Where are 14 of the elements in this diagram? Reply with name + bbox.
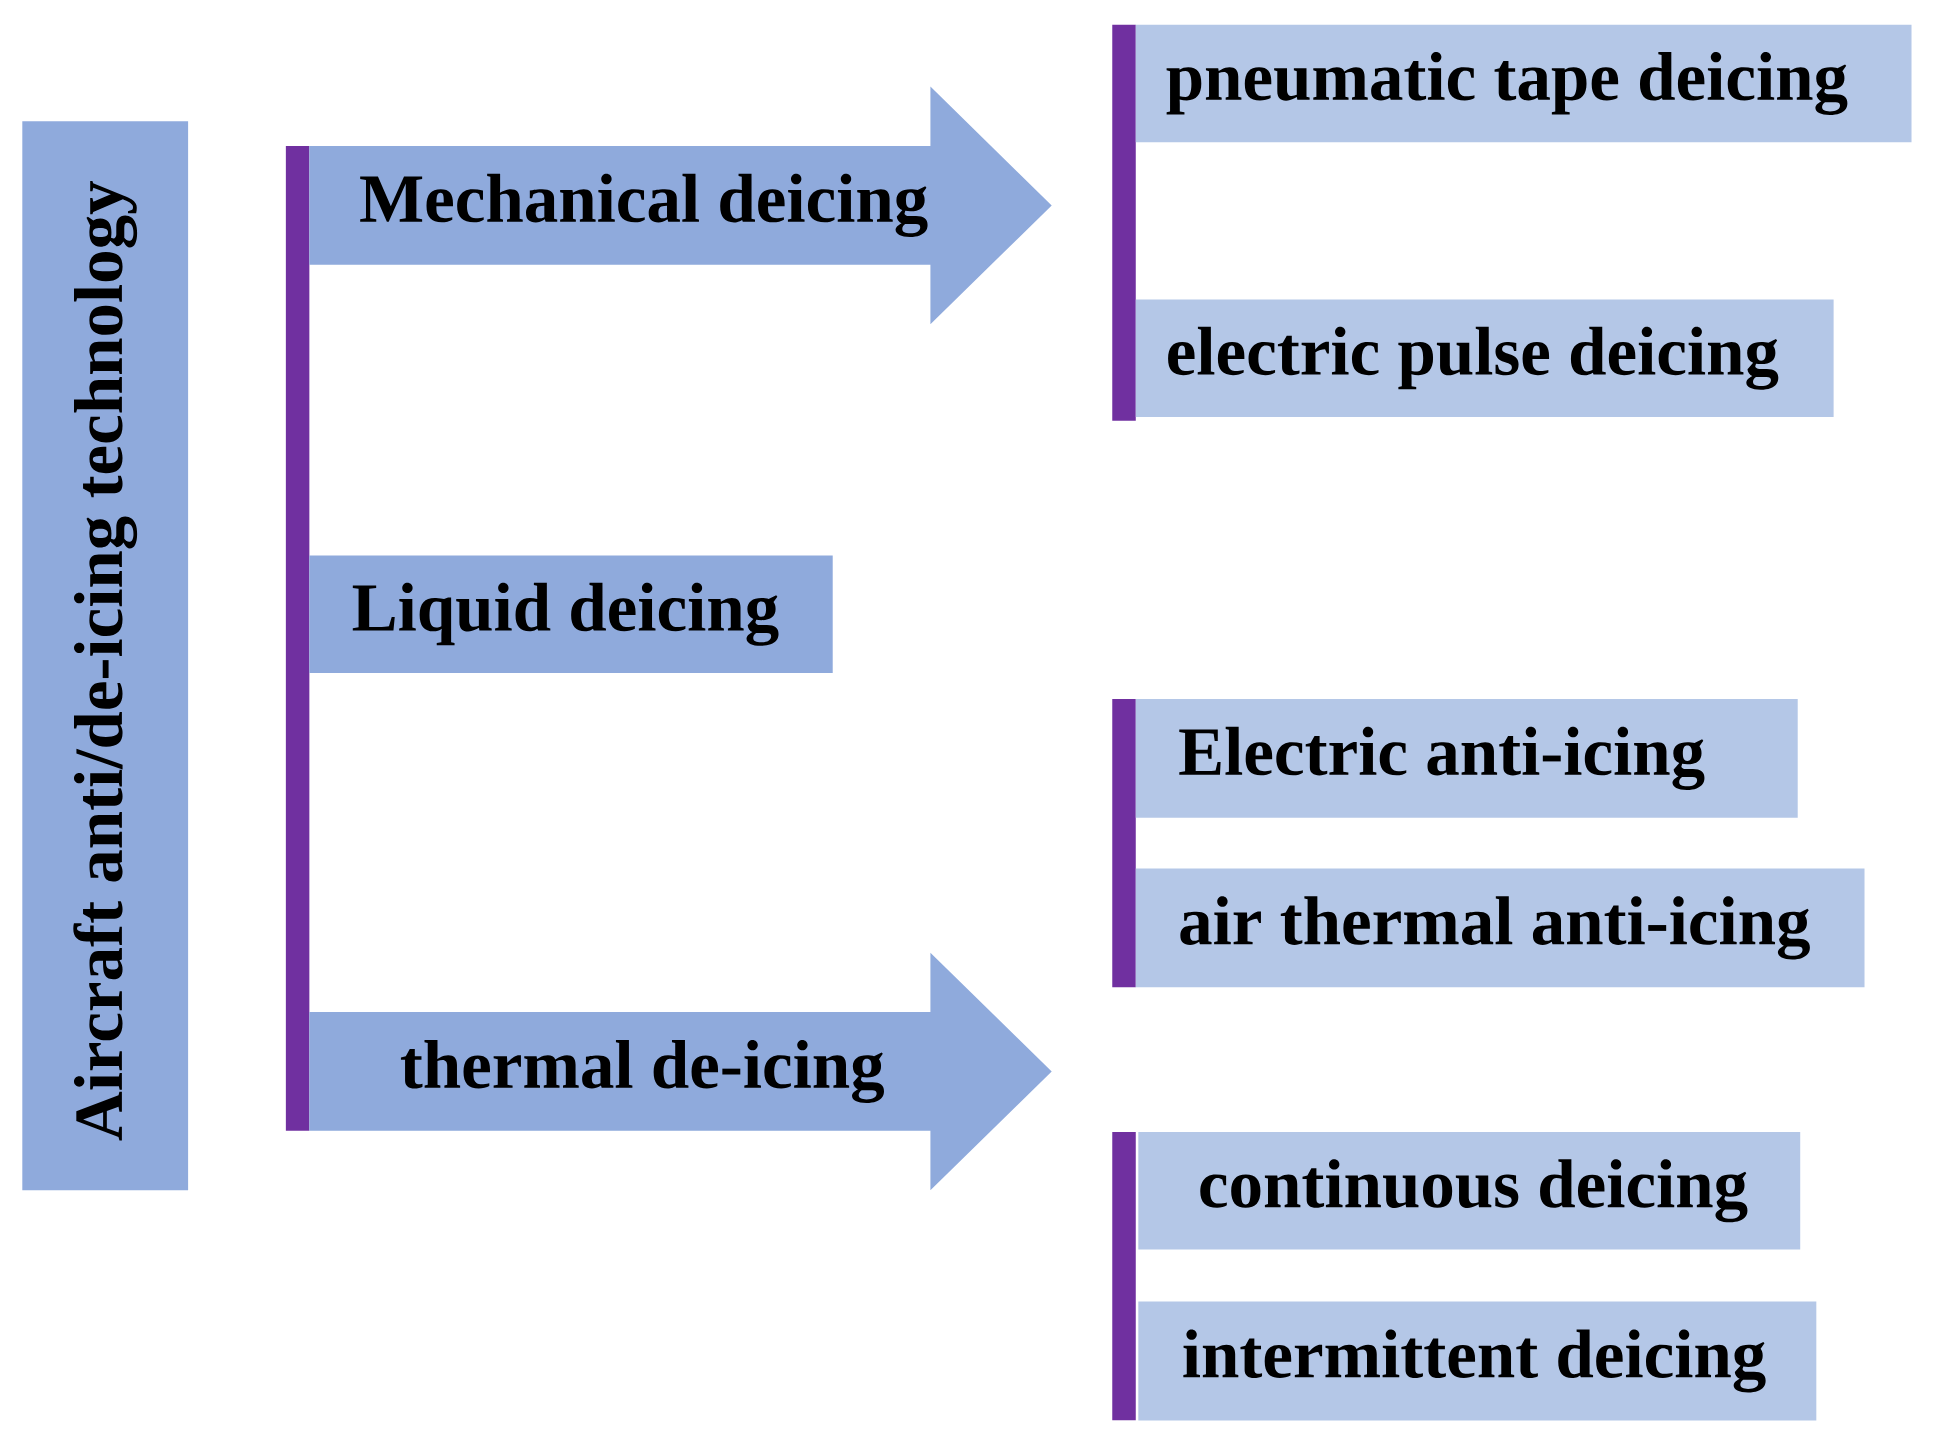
method-box: intermittent deicing [1138, 1301, 1817, 1421]
method-box: Electric anti-icing [1135, 699, 1798, 818]
category-box: Liquid deicing [309, 555, 833, 674]
method-box: electric pulse deicing [1135, 299, 1834, 417]
bracket-bar [1112, 24, 1136, 421]
bracket-bar [1112, 1132, 1136, 1421]
bracket-bar [285, 146, 310, 1131]
arrow-box: Mechanical deicing [309, 86, 1052, 325]
method-box: air thermal anti-icing [1135, 868, 1865, 988]
method-box: continuous deicing [1138, 1132, 1801, 1250]
method-box: pneumatic tape deicing [1135, 24, 1912, 143]
bracket-bar [1112, 699, 1136, 988]
arrow-box: thermal de-icing [309, 952, 1052, 1191]
title-box: Aircraft anti/de-icing technology [22, 121, 189, 1191]
